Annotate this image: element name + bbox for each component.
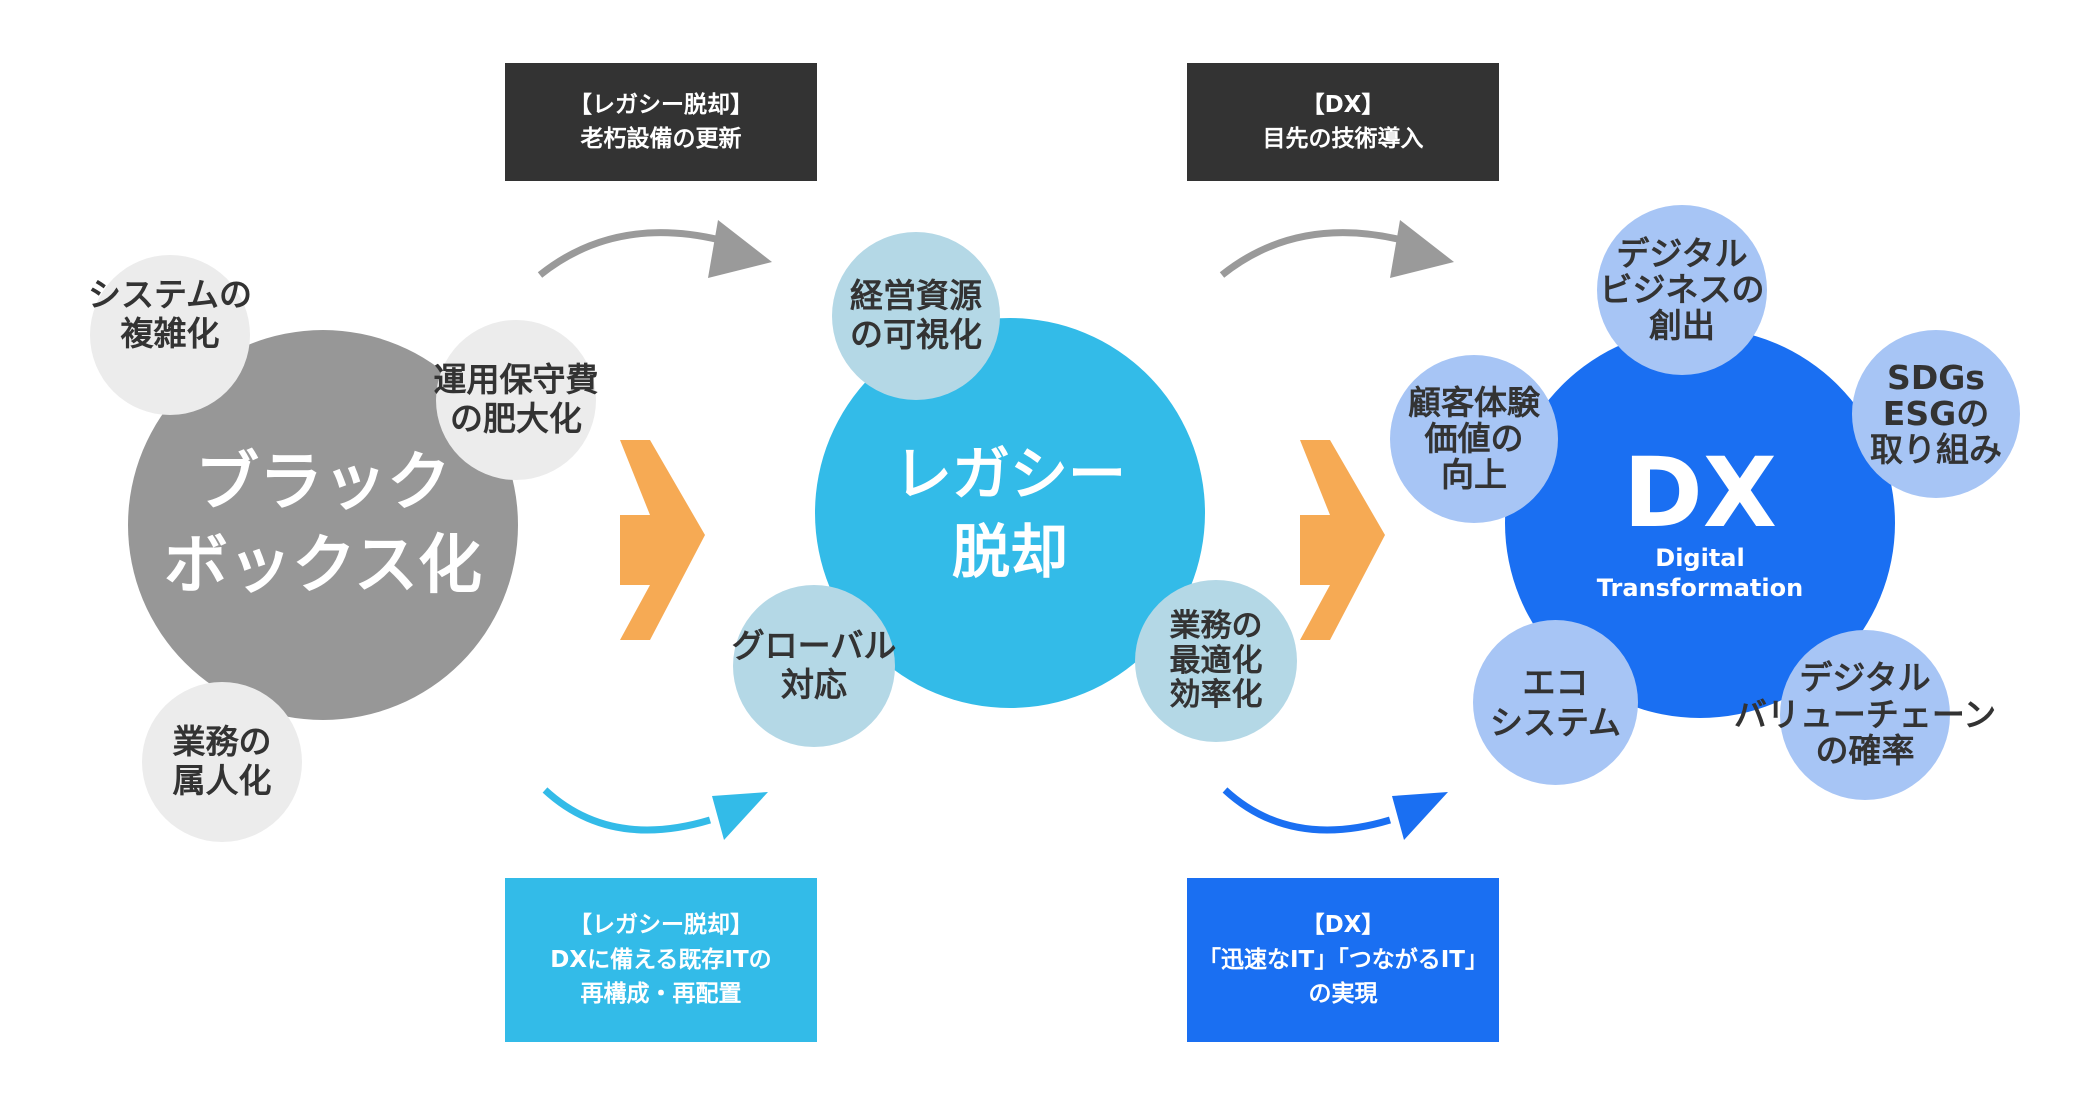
global-support-line-1: グローバル [731, 626, 897, 666]
bottom-right-box-line-2: 「迅速なIT」「つながるIT」 [1198, 946, 1488, 973]
sdgs-esg-line-2: ESGの [1882, 393, 1990, 433]
business-optimization-line-2: 最適化 [1169, 642, 1263, 679]
personal-dependency-line-1: 業務の [172, 722, 272, 762]
maintenance-cost-line-1: 運用保守費 [433, 360, 599, 400]
system-complexity-line-2: 複雑化 [120, 314, 220, 353]
ecosystem-circle: エコ システム [1473, 620, 1638, 785]
resource-visibility-line-1: 経営資源 [850, 276, 982, 316]
customer-experience-line-2: 価値の [1424, 418, 1524, 458]
business-optimization-line-3: 効率化 [1169, 677, 1263, 714]
dx-sub-line-2: Transformation [1596, 574, 1804, 603]
bottom-left-box: 【レガシー脱却】 DXに備える既存ITの 再構成・再配置 [505, 878, 817, 1042]
business-optimization-circle: 業務の 最適化 効率化 [1135, 580, 1297, 742]
system-complexity-line-1: システムの [88, 275, 253, 315]
bottom-right-box-line-3: の実現 [1308, 981, 1378, 1008]
curved-arrow-top-left [537, 220, 772, 278]
curved-arrow-bottom-right [1222, 787, 1448, 840]
maintenance-cost-line-2: の肥大化 [450, 399, 582, 438]
value-chain-circle: デジタル バリューチェーン の確率 [1734, 630, 1996, 800]
bottom-left-box-line-3: 再構成・再配置 [580, 981, 742, 1008]
system-complexity-circle: システムの 複雑化 [88, 255, 253, 415]
ecosystem-line-2: システム [1489, 702, 1621, 742]
resource-visibility-circle: 経営資源 の可視化 [832, 232, 1000, 400]
blackbox-main-line-1: ブラック [195, 445, 451, 520]
dx-main-title: DX [1623, 436, 1777, 549]
customer-experience-line-1: 顧客体験 [1408, 382, 1540, 422]
top-right-box-line-2: 目先の技術導入 [1262, 126, 1424, 152]
value-chain-line-2: バリューチェーン [1733, 694, 1997, 734]
curved-arrow-bottom-left [542, 787, 768, 840]
business-optimization-line-1: 業務の [1169, 607, 1263, 644]
customer-experience-line-3: 向上 [1441, 455, 1507, 495]
global-support-line-2: 対応 [781, 665, 847, 704]
personal-dependency-line-2: 属人化 [172, 761, 272, 800]
bottom-right-box-line-1: 【DX】 [1301, 912, 1385, 939]
orange-chevron-left [620, 440, 705, 640]
value-chain-line-1: デジタル [1799, 657, 1931, 697]
orange-chevron-right [1300, 440, 1385, 640]
bottom-left-box-line-1: 【レガシー脱却】 [569, 912, 753, 939]
digital-business-circle: デジタル ビジネスの 創出 [1597, 205, 1767, 375]
legacy-exit-main-line-1: レガシー [893, 439, 1126, 508]
top-right-box: 【DX】 目先の技術導入 [1187, 63, 1499, 181]
digital-business-line-2: ビジネスの [1599, 269, 1765, 309]
dx-sub-line-1: Digital [1655, 544, 1745, 573]
customer-experience-circle: 顧客体験 価値の 向上 [1390, 355, 1558, 523]
bottom-right-box: 【DX】 「迅速なIT」「つながるIT」 の実現 [1187, 878, 1499, 1042]
digital-business-line-3: 創出 [1649, 306, 1715, 346]
top-left-box-line-1: 【レガシー脱却】 [569, 91, 753, 118]
personal-dependency-circle: 業務の 属人化 [142, 682, 302, 842]
sdgs-esg-circle: SDGs ESGの 取り組み [1852, 330, 2020, 498]
top-left-box-line-2: 老朽設備の更新 [580, 126, 742, 152]
global-support-circle: グローバル 対応 [731, 585, 897, 747]
sdgs-esg-line-1: SDGs [1887, 357, 1985, 397]
curved-arrow-top-right [1219, 220, 1454, 278]
top-right-box-line-1: 【DX】 [1301, 91, 1385, 118]
value-chain-line-3: の確率 [1815, 731, 1915, 771]
legacy-exit-main-line-2: 脱却 [951, 518, 1068, 586]
blackbox-main-line-2: ボックス化 [163, 529, 483, 603]
maintenance-cost-circle: 運用保守費 の肥大化 [433, 320, 599, 480]
resource-visibility-line-2: の可視化 [850, 315, 982, 354]
digital-business-line-1: デジタル [1616, 233, 1748, 273]
top-left-box: 【レガシー脱却】 老朽設備の更新 [505, 63, 817, 181]
sdgs-esg-line-3: 取り組み [1870, 430, 2002, 470]
bottom-left-box-line-2: DXに備える既存ITの [550, 946, 772, 973]
ecosystem-line-1: エコ [1522, 662, 1589, 702]
